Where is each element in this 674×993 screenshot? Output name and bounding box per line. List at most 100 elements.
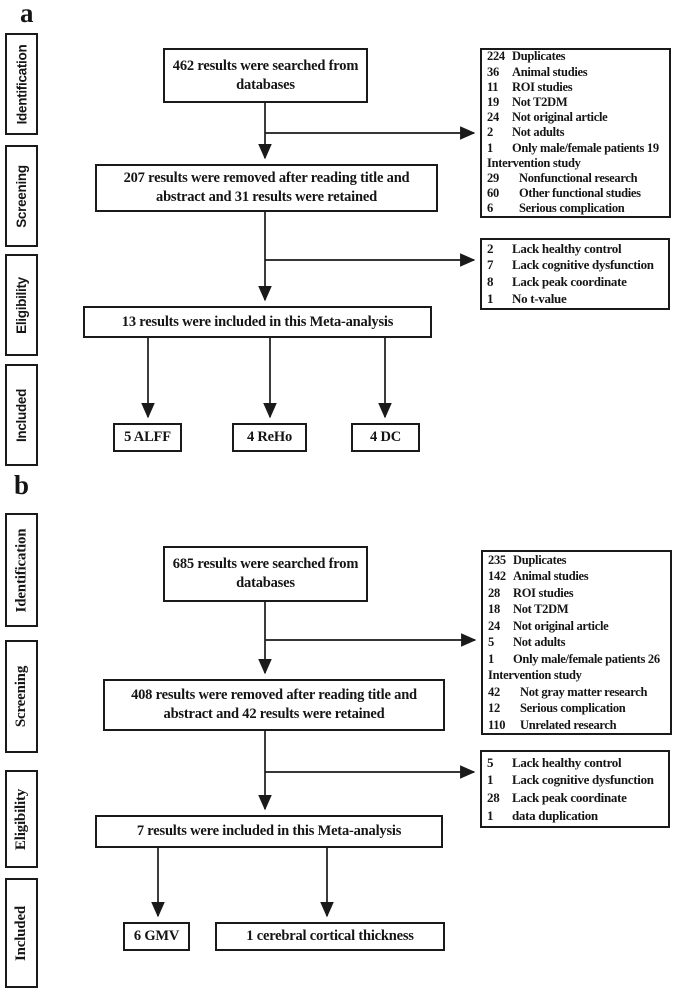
stage-screening-b: Screening: [5, 640, 38, 753]
exclusion-reason: Duplicates: [513, 552, 567, 567]
exclusion-count: 24: [487, 110, 499, 125]
exclusion-count: 5: [488, 635, 494, 650]
box-screened-b: 408 results were removed after reading t…: [103, 679, 445, 731]
exclusion-reason: Lack peak coordinate: [512, 274, 627, 289]
exclusion-reason: Not original article: [512, 110, 608, 125]
exclusion-item: 11 ROI studies: [487, 80, 664, 95]
exclusion-reason: Duplicates: [512, 49, 566, 64]
exclusion-count: 12: [488, 701, 500, 716]
exclusion-reason: Intervention study: [487, 155, 581, 170]
exclusion-reason: Lack healthy control: [512, 754, 622, 770]
exclusion-reason: Not adults: [512, 125, 565, 140]
stage-screening-a: Screening: [5, 145, 38, 247]
stage-screening-b-text: Screening: [13, 665, 30, 728]
box-screened-a: 207 results were removed after reading t…: [95, 164, 438, 212]
exclusion-item: 5 Not adults: [488, 634, 665, 651]
exclusion-reason: Lack peak coordinate: [512, 790, 627, 805]
exclusion-item: 142 Animal studies: [488, 568, 665, 585]
outcome-cortical-thickness: 1 cerebral cortical thickness: [215, 922, 445, 951]
outcome-alff: 5 ALFF: [113, 423, 182, 452]
panel-a-label: a: [20, 0, 34, 28]
stage-identification-a: Identification: [5, 33, 38, 135]
exclusion-count: 19: [487, 95, 499, 109]
exclusion-item: Intervention study: [488, 667, 665, 684]
exclusion-count: 6: [487, 201, 493, 216]
exclusion-reason: Not adults: [513, 635, 566, 650]
exclusion-item: 1 Only male/female patients 19: [487, 141, 664, 156]
exclusion-item: Intervention study: [487, 156, 664, 171]
exclusion-count: 28: [487, 790, 500, 805]
exclusion-count: 235: [488, 552, 506, 567]
outcome-reho: 4 ReHo: [232, 423, 307, 452]
panel-b-label: b: [14, 470, 30, 500]
exclusion-reason: Nonfunctional research: [519, 171, 638, 186]
exclusion-item: 24 Not original article: [488, 618, 665, 635]
exclusion-box-eligibility-a: 2 Lack healthy control 7 Lack cognitive dy…: [480, 238, 670, 310]
exclusion-box-identification-b: 235 Duplicates 142 Animal studies 28 ROI st…: [481, 550, 672, 735]
exclusion-box-eligibility-b: 5 Lack healthy control 1 Lack cognitive dy…: [480, 750, 670, 828]
exclusion-count: 1: [487, 772, 494, 788]
exclusion-count: 1: [487, 140, 493, 155]
exclusion-item: 28 Lack peak coordinate: [487, 789, 663, 807]
exclusion-count: 2: [487, 240, 494, 256]
exclusion-count: 24: [488, 618, 500, 633]
exclusion-reason: ROI studies: [513, 585, 574, 600]
stage-identification-b: Identification: [5, 513, 38, 627]
stage-eligibility-a: Eligibility: [5, 254, 38, 356]
exclusion-reason: Only male/female patients 19: [512, 140, 659, 155]
exclusion-reason: Unrelated research: [520, 717, 617, 732]
exclusion-item: 235 Duplicates: [488, 552, 665, 569]
exclusion-item: 42 Not gray matter research: [488, 684, 665, 701]
exclusion-item: 12 Serious complication: [488, 700, 665, 717]
stage-included-a: Included: [5, 364, 38, 466]
exclusion-count: 1: [487, 290, 494, 306]
exclusion-reason: Lack cognitive dysfunction: [512, 257, 654, 273]
exclusion-reason: Only male/female patients 26: [513, 651, 660, 666]
stage-included-a-text: Included: [14, 388, 30, 442]
exclusion-count: 142: [488, 569, 506, 584]
exclusion-item: 2 Lack healthy control: [487, 241, 663, 258]
exclusion-reason: data duplication: [512, 807, 598, 823]
box-included-b: 7 results were included in this Meta-ana…: [95, 815, 443, 848]
exclusion-item: 24 Not original article: [487, 110, 664, 125]
stage-identification-b-text: Identification: [13, 528, 29, 612]
exclusion-count: 42: [488, 684, 500, 699]
exclusion-reason: Intervention study: [488, 668, 582, 683]
stage-screening-a-text: Screening: [14, 164, 30, 228]
exclusion-reason: Lack healthy control: [512, 240, 622, 256]
exclusion-item: 8 Lack peak coordinate: [487, 274, 663, 291]
stage-identification-a-text: Identification: [14, 44, 29, 124]
exclusion-count: 60: [487, 186, 499, 201]
outcome-gmv: 6 GMV: [123, 922, 190, 951]
exclusion-reason: ROI studies: [512, 79, 573, 94]
exclusion-count: 8: [487, 274, 494, 289]
exclusion-count: 11: [487, 79, 499, 94]
exclusion-item: 2 Not adults: [487, 125, 664, 140]
exclusion-item: 1 Lack cognitive dysfunction: [487, 771, 663, 789]
exclusion-reason: Animal studies: [513, 569, 589, 584]
exclusion-count: 2: [487, 125, 493, 140]
exclusion-count: 7: [487, 257, 494, 273]
box-searched-a: 462 results were searched from databases: [163, 48, 368, 103]
exclusion-reason: Not gray matter research: [520, 684, 648, 699]
stage-included-b: Included: [5, 878, 38, 988]
exclusion-item: 7 Lack cognitive dysfunction: [487, 257, 663, 274]
exclusion-reason: Lack cognitive dysfunction: [512, 772, 654, 788]
exclusion-count: 28: [488, 585, 500, 600]
exclusion-reason: Not original article: [513, 618, 609, 633]
box-searched-b: 685 results were searched from databases: [163, 546, 368, 602]
stage-eligibility-a-text: Eligibility: [14, 276, 29, 334]
stage-eligibility-b-text: Eligibility: [13, 788, 29, 850]
exclusion-reason: Serious complication: [520, 701, 626, 716]
stage-included-b-text: Included: [13, 905, 29, 961]
exclusion-count: 5: [487, 754, 494, 770]
